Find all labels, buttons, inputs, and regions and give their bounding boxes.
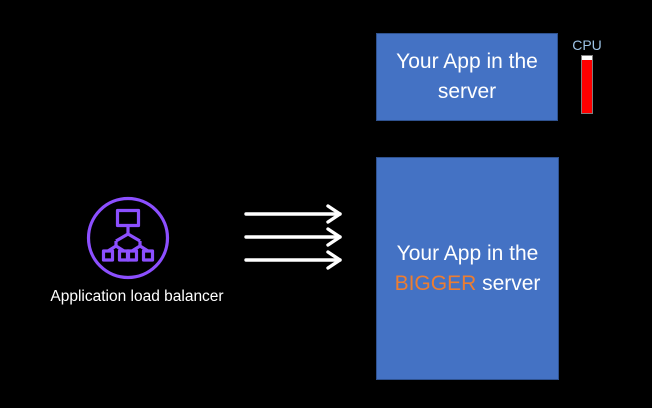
bigger-highlight-word: BIGGER (394, 271, 477, 295)
bigger-server-box: Your App in the BIGGER server (376, 157, 559, 380)
cpu-label: CPU (572, 37, 602, 53)
bigger-server-line-2-rest: server (476, 271, 541, 295)
small-server-text: Your App in the server (396, 47, 538, 107)
cpu-meter-fill (582, 60, 592, 113)
bigger-server-line-1: Your App in the (396, 241, 539, 265)
cpu-meter (581, 55, 593, 114)
right-arrow-icon (244, 204, 342, 224)
traffic-arrows (244, 204, 342, 270)
right-arrow-icon (244, 227, 342, 247)
small-server-line-1: Your App in the (396, 50, 538, 73)
bigger-server-line-2: BIGGER server (395, 269, 541, 299)
right-arrow-icon (244, 250, 342, 270)
small-server-box: Your App in the server (376, 33, 558, 121)
small-server-line-2: server (437, 80, 497, 103)
bigger-server-text: Your App in the BIGGER server (395, 239, 541, 299)
load-balancer-icon (86, 196, 170, 280)
load-balancer-label: Application load balancer (50, 288, 224, 305)
